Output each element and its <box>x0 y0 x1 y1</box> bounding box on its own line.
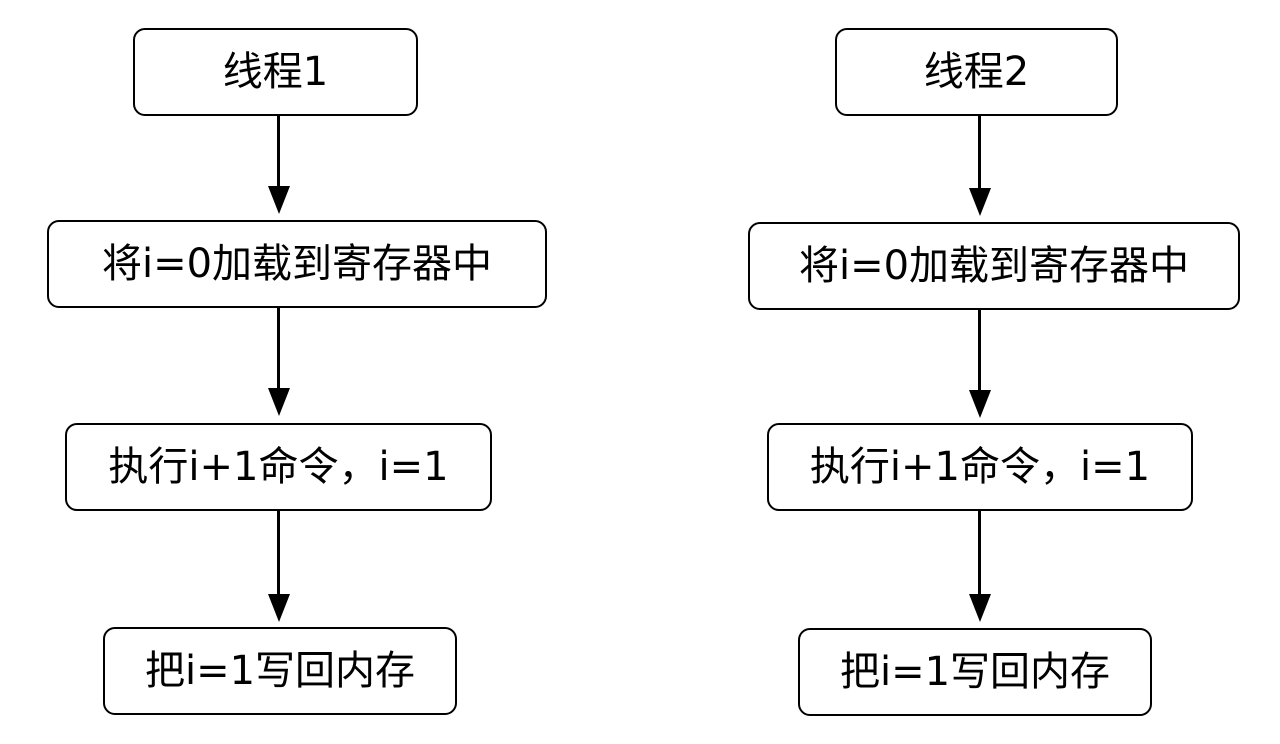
thread-1-arrow-2 <box>264 308 294 416</box>
thread-2-arrow-2 <box>965 310 995 418</box>
thread-1-step-load-box: 将i=0加载到寄存器中 <box>47 220 547 308</box>
thread-2-step-writeback-box: 把i=1写回内存 <box>798 628 1152 716</box>
thread-1-step-increment-box: 执行i+1命令，i=1 <box>65 423 492 511</box>
thread-2-step-load-box: 将i=0加载到寄存器中 <box>748 222 1240 310</box>
thread-2-step-increment-box: 执行i+1命令，i=1 <box>767 423 1193 511</box>
arrowhead <box>268 388 290 416</box>
arrow-shaft <box>277 116 280 188</box>
arrowhead <box>268 186 290 214</box>
thread-2-arrow-3 <box>965 511 995 622</box>
arrow-shaft <box>277 511 280 596</box>
arrow-shaft <box>277 308 280 390</box>
thread-1-arrow-3 <box>264 511 294 622</box>
thread-1-title-box: 线程1 <box>133 28 418 116</box>
thread-2-arrow-1 <box>965 116 995 216</box>
arrowhead <box>969 390 991 418</box>
thread-1-step-writeback-box: 把i=1写回内存 <box>103 627 457 715</box>
arrow-shaft <box>978 310 981 392</box>
arrowhead <box>969 188 991 216</box>
arrow-shaft <box>978 511 981 596</box>
thread-2-title-box: 线程2 <box>835 28 1118 116</box>
thread-1-arrow-1 <box>264 116 294 214</box>
arrow-shaft <box>978 116 981 190</box>
arrowhead <box>268 594 290 622</box>
arrowhead <box>969 594 991 622</box>
